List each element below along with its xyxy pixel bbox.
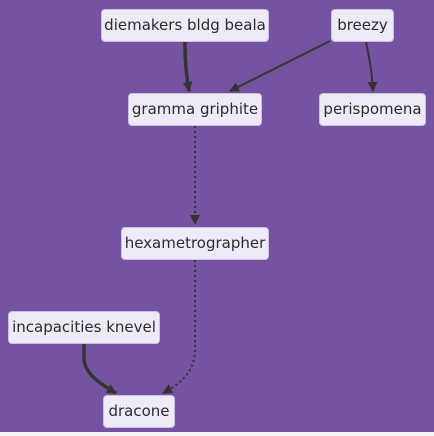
edge-incapacities-to-dracone	[82, 344, 117, 395]
node-perispomena[interactable]: perispomena	[319, 93, 426, 126]
edge-diemakers-to-gramma	[182, 41, 193, 92]
edge-hexametrographer-to-dracone	[162, 260, 196, 394]
node-diemakers-bldg-beala[interactable]: diemakers bldg beala	[101, 9, 269, 42]
bottom-edge-strip	[0, 432, 434, 436]
node-incapacities-knevel[interactable]: incapacities knevel	[8, 311, 160, 344]
node-dracone[interactable]: dracone	[103, 395, 175, 428]
node-breezy[interactable]: breezy	[331, 9, 394, 42]
edge-breezy-to-perispomena	[365, 41, 378, 92]
node-gramma-griphite[interactable]: gramma griphite	[128, 93, 262, 126]
edge-breezy-to-gramma	[229, 40, 331, 92]
node-hexametrographer[interactable]: hexametrographer	[121, 227, 269, 260]
